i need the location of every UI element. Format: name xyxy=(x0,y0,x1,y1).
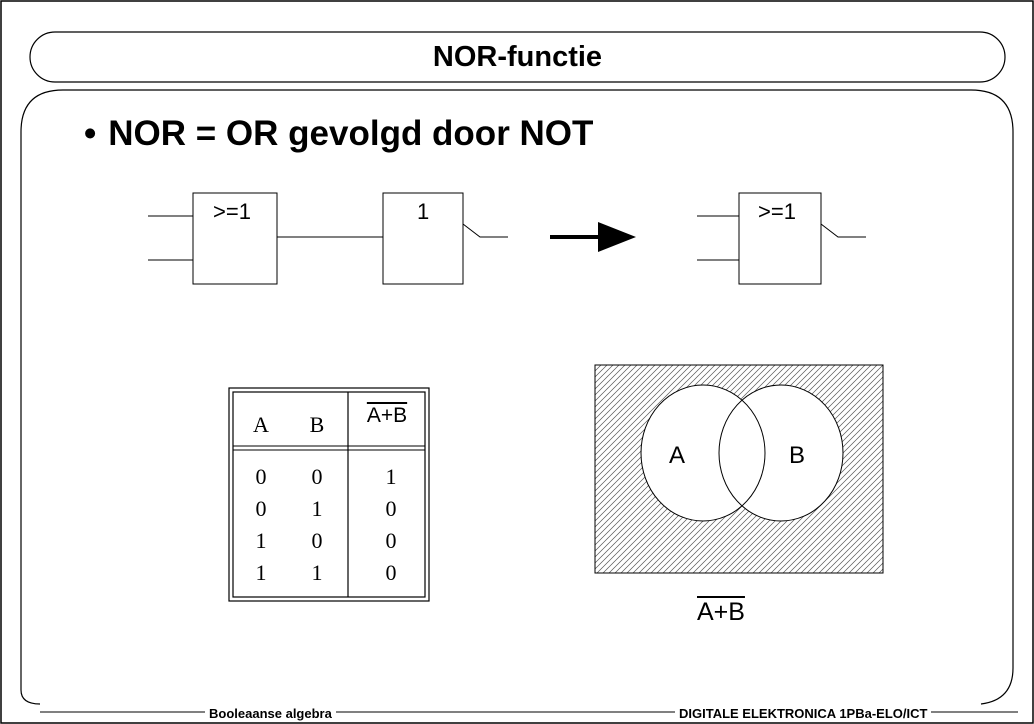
title-box xyxy=(29,31,1006,83)
bullet-point: • NOR = OR gevolgd door NOT xyxy=(84,114,593,154)
cell-a: 0 xyxy=(255,464,267,489)
bullet-icon: • xyxy=(84,114,97,153)
nor-gate xyxy=(697,192,866,285)
cell-out: 0 xyxy=(385,496,397,521)
cell-b: 1 xyxy=(311,496,323,521)
nor-gate-label: >=1 xyxy=(758,199,796,224)
cell-out: 0 xyxy=(385,528,397,553)
footer-left: Booleaanse algebra xyxy=(205,706,336,721)
content-box xyxy=(20,89,1014,705)
venn-label-a: A xyxy=(669,442,686,469)
cell-out: 0 xyxy=(385,560,397,585)
not-gate xyxy=(382,192,508,285)
slide-title: NOR-functie xyxy=(432,40,603,73)
not-gate-label: 1 xyxy=(417,199,430,224)
cell-b: 1 xyxy=(311,560,323,585)
venn-expression: A+B xyxy=(697,598,745,626)
venn-label-b: B xyxy=(789,442,806,469)
truth-table-header-b: B xyxy=(309,412,325,437)
cell-b: 0 xyxy=(311,464,323,489)
or-gate xyxy=(148,192,383,285)
cell-b: 0 xyxy=(311,528,323,553)
truth-table-header-out: A+B xyxy=(366,404,408,427)
arrow-right-icon xyxy=(550,222,636,252)
truth-table-header-a: A xyxy=(253,412,269,437)
venn-diagram xyxy=(594,364,884,574)
footer-right: DIGITALE ELEKTRONICA 1PBa-ELO/ICT xyxy=(675,706,932,721)
truth-table-frame xyxy=(228,387,430,602)
cell-a: 0 xyxy=(255,496,267,521)
or-gate-label: >=1 xyxy=(213,199,251,224)
cell-a: 1 xyxy=(255,560,267,585)
cell-out: 1 xyxy=(385,464,397,489)
bullet-text: NOR = OR gevolgd door NOT xyxy=(108,114,594,153)
cell-a: 1 xyxy=(255,528,267,553)
